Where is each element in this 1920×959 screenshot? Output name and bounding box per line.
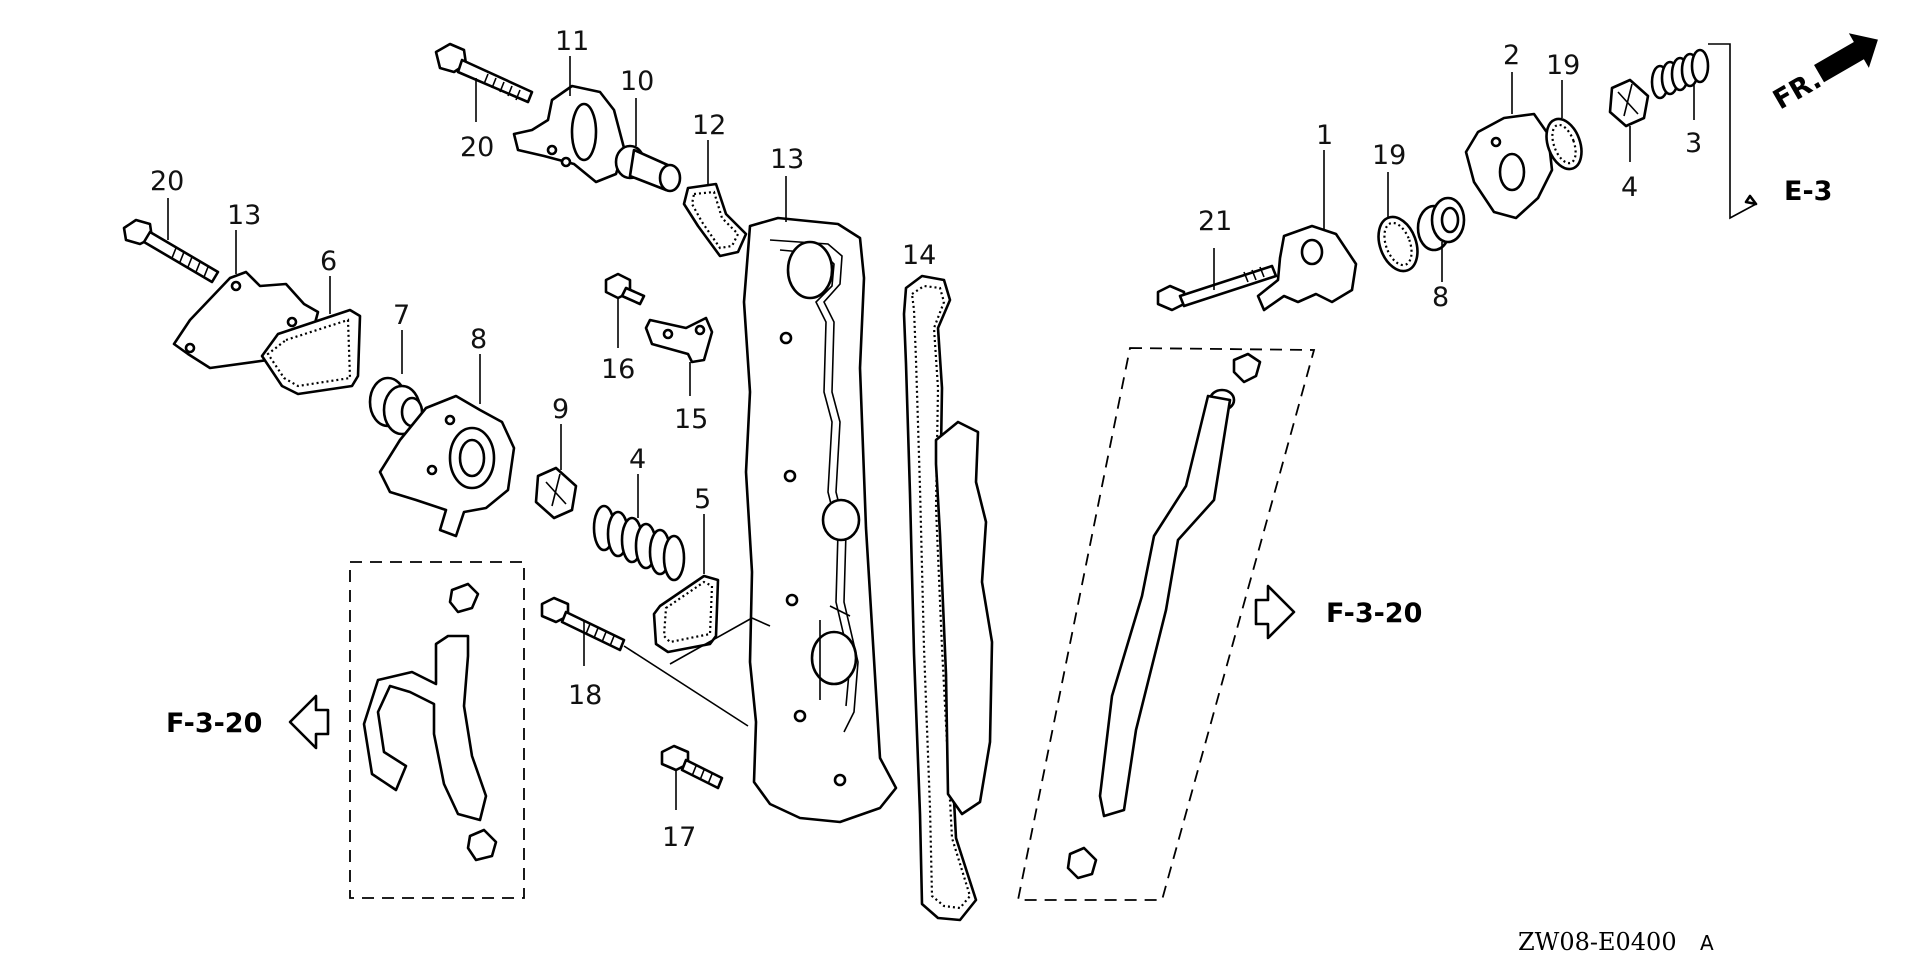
part-12-gasket-small[interactable] bbox=[682, 182, 748, 258]
svg-text:FR.: FR. bbox=[1768, 64, 1827, 116]
callout-14: 14 bbox=[902, 240, 936, 271]
callout-6: 13 bbox=[227, 200, 261, 231]
ref-e-3[interactable]: E-3 bbox=[1784, 176, 1832, 207]
part-7-gasket-center[interactable] bbox=[652, 574, 720, 654]
callout-19-a: 19 bbox=[1372, 140, 1406, 171]
arrow-left-icon bbox=[288, 694, 330, 750]
part-9-thermostat-housing-left[interactable] bbox=[378, 394, 516, 538]
callout-12: 12 bbox=[692, 110, 726, 141]
part-3-spring-right[interactable] bbox=[1650, 48, 1710, 100]
ref-f-3-20-left[interactable]: F-3-20 bbox=[166, 694, 330, 750]
callout-9: 8 bbox=[470, 324, 487, 355]
svg-text:F-3-20: F-3-20 bbox=[1326, 598, 1422, 629]
callout-3: 3 bbox=[1685, 128, 1702, 159]
callout-1: 1 bbox=[1316, 120, 1333, 151]
callout-8-right: 8 bbox=[1432, 282, 1449, 313]
callout-13-visible: 13 bbox=[770, 144, 804, 175]
arrow-right-icon bbox=[1254, 584, 1296, 640]
callout-15: 15 bbox=[674, 404, 708, 435]
callout-10: 10 bbox=[620, 66, 654, 97]
front-direction-indicator: FR. bbox=[1768, 33, 1878, 116]
arrow-forward-icon bbox=[1814, 33, 1878, 83]
part-19-o-ring-right-a[interactable] bbox=[1372, 212, 1425, 277]
part-19-o-ring-right-b[interactable] bbox=[1540, 114, 1588, 174]
hose-group-right-frame bbox=[1016, 347, 1316, 901]
callout-5: 4 bbox=[629, 444, 646, 475]
callout-7-center: 5 bbox=[694, 484, 711, 515]
diagram-code: ZW08-E0400 bbox=[1518, 928, 1677, 956]
diagram-revision: A bbox=[1700, 931, 1714, 955]
callout-4-left: 9 bbox=[552, 394, 569, 425]
part-13-water-jacket-cover[interactable] bbox=[742, 216, 898, 824]
bolt-20-left[interactable] bbox=[122, 218, 220, 284]
callout-11: 11 bbox=[555, 26, 589, 57]
part-11-thermostat-housing-upper[interactable] bbox=[512, 84, 626, 184]
part-10-thermostat-sensor[interactable] bbox=[614, 144, 682, 193]
callout-18: 18 bbox=[568, 680, 602, 711]
part-4-thermostat-left[interactable] bbox=[534, 466, 578, 520]
callout-20-left: 20 bbox=[150, 166, 184, 197]
hose-left[interactable] bbox=[362, 582, 498, 862]
part-14-cover-gasket[interactable] bbox=[902, 274, 994, 922]
reference-bracket bbox=[1708, 43, 1757, 220]
part-15-bracket[interactable] bbox=[644, 316, 714, 364]
bolt-21[interactable] bbox=[1156, 264, 1278, 312]
ref-f-3-20-right[interactable]: F-3-20 bbox=[1254, 584, 1422, 640]
bolt-18[interactable] bbox=[540, 596, 626, 652]
part-8-seal-right[interactable] bbox=[1416, 196, 1466, 252]
bolt-17[interactable] bbox=[660, 744, 724, 790]
callout-2: 2 bbox=[1503, 40, 1520, 71]
bolt-20-upper[interactable] bbox=[434, 42, 534, 104]
callout-16: 16 bbox=[601, 354, 635, 385]
bolt-16[interactable] bbox=[604, 272, 646, 306]
callout-8-left: 7 bbox=[393, 300, 410, 331]
part-7-gasket-left[interactable] bbox=[260, 308, 362, 396]
part-2-housing-right[interactable] bbox=[1464, 112, 1554, 220]
callout-17: 17 bbox=[662, 822, 696, 853]
svg-text:F-3-20: F-3-20 bbox=[166, 708, 262, 739]
callout-19-b: 19 bbox=[1546, 50, 1580, 81]
callout-7-left: 6 bbox=[320, 246, 337, 277]
callout-21: 21 bbox=[1198, 206, 1232, 237]
arrow-e-3-icon bbox=[1744, 194, 1758, 206]
hose-group-left-frame bbox=[349, 561, 525, 899]
part-5-spring[interactable] bbox=[592, 504, 686, 582]
part-1-thermostat-cover-right[interactable] bbox=[1256, 224, 1358, 312]
part-8-seal-left[interactable] bbox=[368, 376, 424, 436]
hose-right[interactable] bbox=[1066, 352, 1262, 880]
part-4-thermostat-right[interactable] bbox=[1608, 78, 1650, 128]
callout-4-right: 4 bbox=[1621, 172, 1638, 203]
callout-20-upper: 20 bbox=[460, 132, 494, 163]
